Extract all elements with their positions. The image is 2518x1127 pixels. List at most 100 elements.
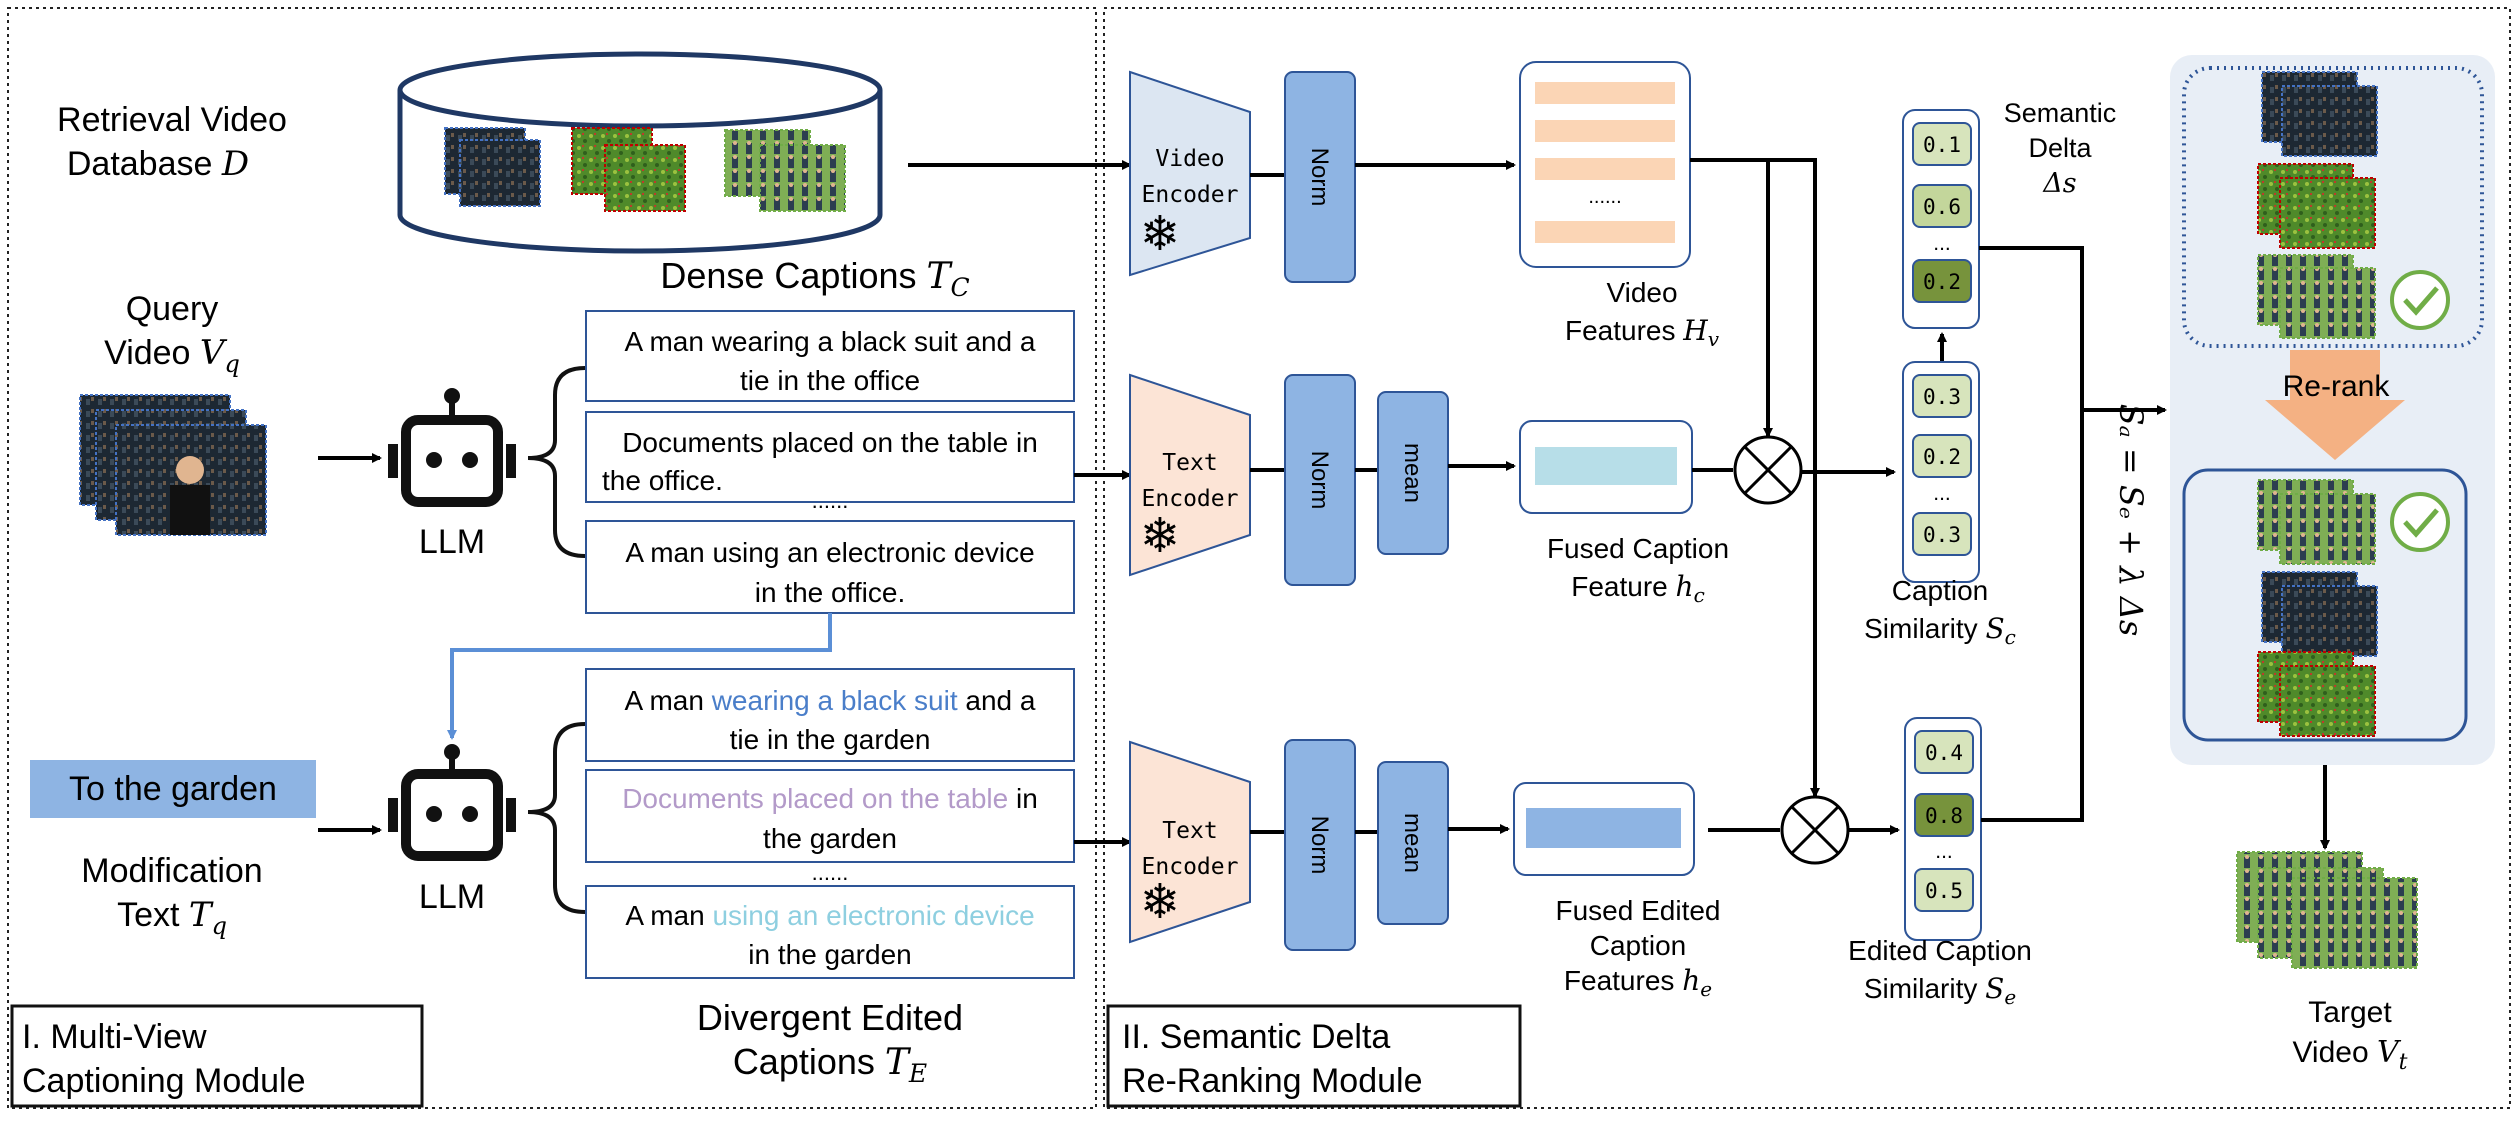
fused-caption-feature-block [1519, 420, 1693, 514]
svg-text:A man using an electronic devi: A man using an electronic device [625, 900, 1034, 931]
db-label-line2: Database D [67, 144, 249, 184]
db-garden-clip [571, 127, 686, 212]
edited-caption-3: A man using an electronic device in the … [585, 885, 1075, 979]
module-label-box [10, 1004, 424, 1108]
text-encoder-2: Text Encoder ❄ [1129, 740, 1251, 944]
target-label-1: Target [2308, 996, 2392, 1029]
frozen-snowflake-icon: ❄ [1140, 208, 1180, 261]
svg-text:0.8: 0.8 [1925, 804, 1963, 828]
db-person-clip [724, 129, 846, 212]
video-features-label-2: Features Hv [1565, 314, 1720, 351]
svg-text:Encoder: Encoder [1142, 854, 1239, 880]
captions-to-llm-blue-arrow [447, 613, 832, 740]
fused-edited-feature-block [1513, 782, 1695, 876]
dense-caption-3: A man using an electronic device in the … [585, 520, 1075, 614]
module-1-title-line2: Captioning Module [22, 1062, 306, 1100]
svg-text:0.6: 0.6 [1923, 195, 1961, 219]
module-label-box [1106, 1004, 1522, 1108]
semantic-delta-label-3: Δs [2042, 168, 2076, 199]
svg-text:in the garden: in the garden [748, 939, 911, 970]
svg-text:A man wearing a black suit and: A man wearing a black suit and a [625, 685, 1036, 716]
svg-text:in the office.: in the office. [755, 577, 905, 608]
caption-brace [527, 366, 586, 558]
check-icon [2390, 492, 2450, 552]
frozen-snowflake-icon: ❄ [1140, 510, 1180, 563]
edited-similarity-scores: 0.4 0.8 ... 0.5 [1904, 717, 1982, 941]
llm-label: LLM [419, 523, 485, 561]
svg-text:the office.: the office. [602, 465, 723, 496]
svg-text:Documents placed on the table: Documents placed on the table in [622, 783, 1038, 814]
svg-text:mean: mean [1399, 443, 1426, 503]
rerank-arrow [2265, 350, 2405, 460]
video-features-block: ...... [1519, 61, 1691, 268]
query-video-thumbnail [79, 394, 267, 536]
svg-text:tie in the garden: tie in the garden [730, 724, 931, 755]
svg-text:Norm: Norm [1306, 451, 1333, 510]
modification-text-box [30, 760, 316, 818]
ranked-office-clip [2261, 71, 2378, 157]
svg-text:......: ...... [1588, 186, 1621, 208]
reranked-garden-clip [2257, 651, 2376, 737]
semantic-delta-scores: 0.1 0.6 ... 0.2 [1902, 109, 1980, 329]
semantic-delta-module-panel [1103, 7, 2511, 1109]
rerank-label: Re-rank [2283, 370, 2391, 403]
svg-text:Norm: Norm [1306, 816, 1333, 875]
fused-edited-label-1: Fused Edited [1556, 895, 1721, 926]
llm-robot-icon [388, 744, 516, 861]
video-database-icon [397, 51, 883, 254]
text-encoder-1: Text Encoder ❄ [1129, 373, 1251, 577]
video-encoder: Video Encoder ❄ [1129, 70, 1251, 277]
score-formula: Sₐ = Sₑ + λ Δs [2112, 404, 2150, 637]
svg-text:the garden: the garden [763, 823, 897, 854]
edited-caption-2: Documents placed on the table in the gar… [585, 769, 1075, 863]
caption-similarity-label-2: Similarity Sc [1864, 612, 2016, 649]
edited-caption-1: A man wearing a black suit and a tie in … [585, 668, 1075, 762]
check-icon [2390, 270, 2450, 330]
fused-edited-label-2: Caption [1590, 930, 1687, 961]
norm-block-video: Norm [1284, 71, 1356, 283]
svg-text:mean: mean [1399, 813, 1426, 873]
edited-captions-title-line2: Captions TE [733, 1041, 927, 1088]
svg-text:Encoder: Encoder [1142, 182, 1239, 208]
query-label-line2: Video Vq [104, 333, 240, 378]
reranked-box [2182, 468, 2468, 742]
svg-text:0.4: 0.4 [1925, 741, 1963, 765]
multi-view-module-panel [7, 7, 1097, 1109]
dense-caption-2: Documents placed on the table in the off… [585, 411, 1075, 503]
modification-text: To the garden [69, 770, 277, 808]
norm-block-edited: Norm [1284, 739, 1356, 951]
video-to-caption-sim-arrow [1690, 158, 1773, 438]
score-merge-lines [1979, 246, 2084, 822]
svg-text:Text: Text [1162, 818, 1217, 844]
ranked-garden-clip [2257, 163, 2376, 249]
target-label-2: Video Vt [2292, 1035, 2407, 1075]
mean-block-edited: mean [1377, 761, 1449, 925]
svg-text:A man wearing a black suit and: A man wearing a black suit and a [625, 326, 1036, 357]
svg-text:Documents placed on the table: Documents placed on the table in [622, 427, 1038, 458]
ranked-person-clip [2257, 254, 2376, 339]
initial-ranking-box [2182, 66, 2484, 348]
module-2-title-line2: Re-Ranking Module [1122, 1062, 1423, 1100]
dense-caption-ellipsis: ...... [812, 488, 849, 513]
dense-captions-title: Dense Captions TC [660, 255, 969, 302]
edited-caption-brace [527, 722, 586, 914]
fused-edited-label-3: Features he [1564, 964, 1712, 1001]
db-label-line1: Retrieval Video [57, 101, 287, 139]
dense-caption-1: A man wearing a black suit and a tie in … [585, 310, 1075, 402]
svg-text:tie in the office: tie in the office [740, 365, 920, 396]
modification-label-line1: Modification [81, 852, 262, 890]
svg-text:Norm: Norm [1306, 148, 1333, 207]
video-to-edited-sim-arrow [1768, 158, 1820, 798]
svg-text:Text: Text [1162, 450, 1217, 476]
video-features-label-1: Video [1606, 277, 1677, 308]
semantic-delta-label-2: Delta [2028, 133, 2092, 163]
svg-text:...: ... [1933, 482, 1951, 505]
semantic-delta-label-1: Semantic [2004, 98, 2117, 128]
dot-product-operator [1733, 435, 1803, 505]
svg-text:Video: Video [1155, 146, 1224, 172]
module-1-title-line1: I. Multi-View [22, 1018, 207, 1056]
caption-similarity-scores: 0.3 0.2 ... 0.3 [1902, 361, 1980, 583]
svg-text:0.3: 0.3 [1923, 523, 1961, 547]
db-office-clip [444, 127, 541, 207]
